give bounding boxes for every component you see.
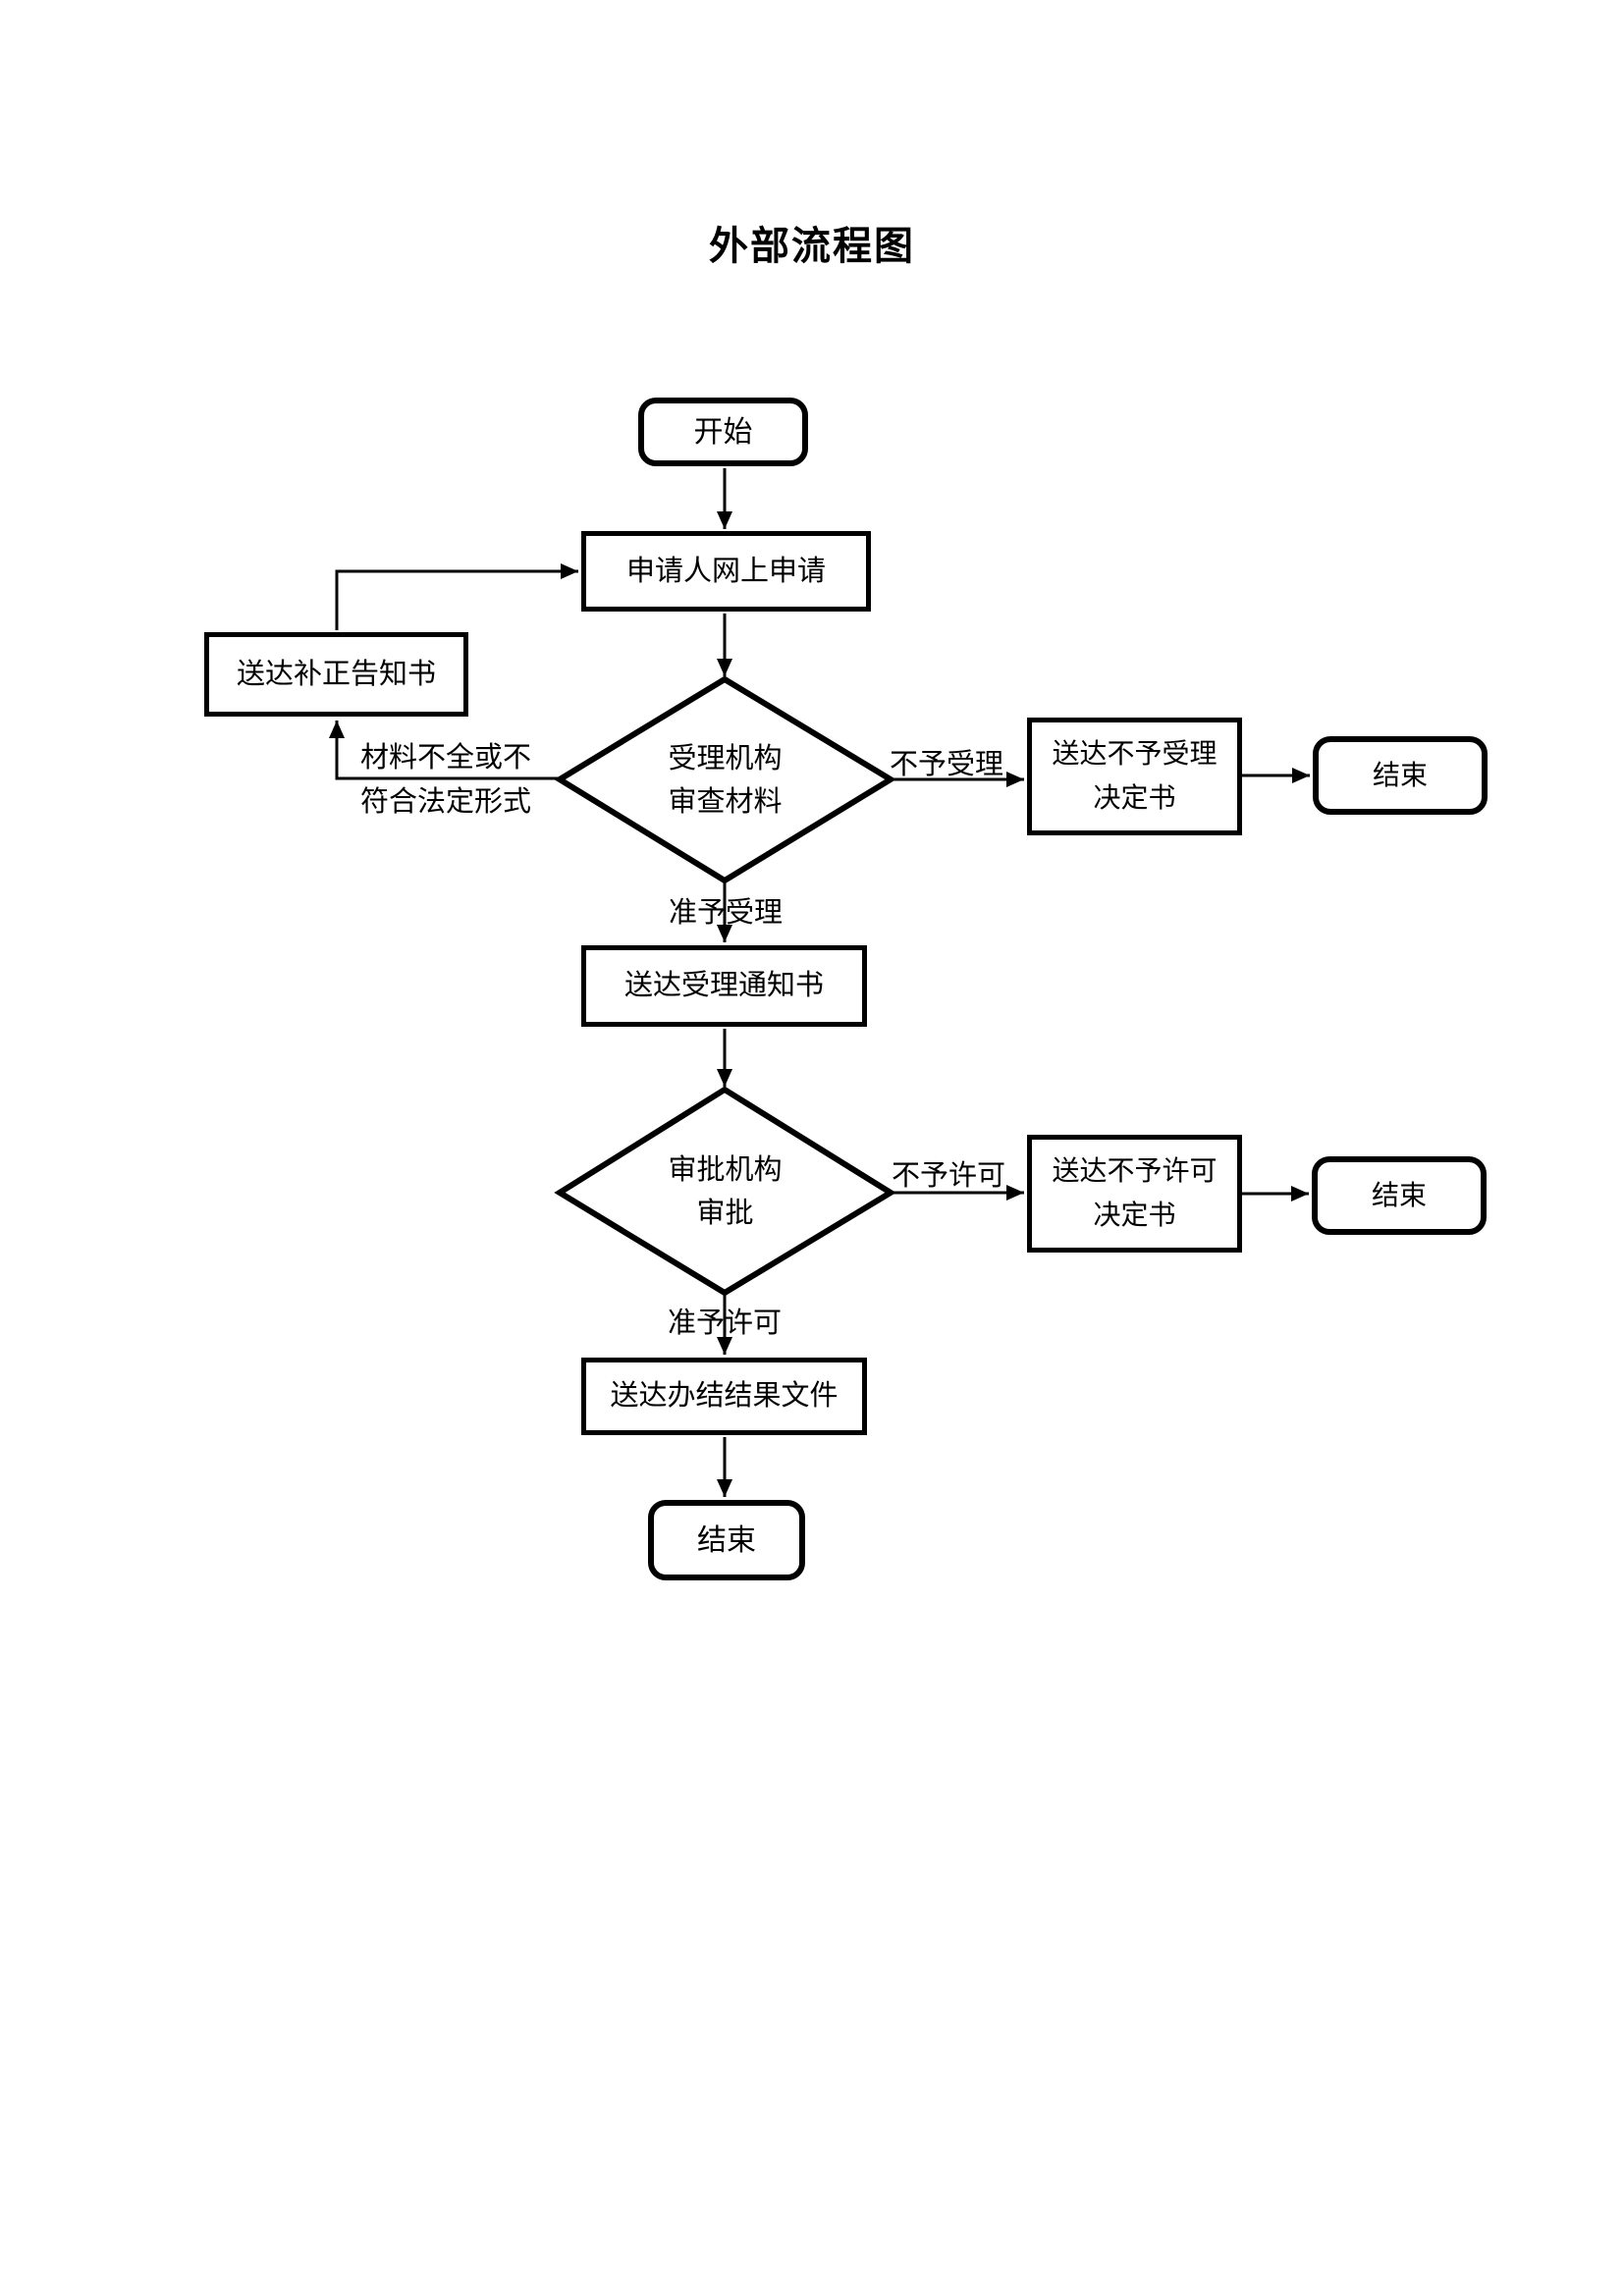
- node-acceptance-notice-label: 送达受理通知书: [623, 970, 824, 1001]
- node-end-rejected-label: 结束: [1372, 760, 1428, 791]
- edge-label-not-permitted: 不予许可: [892, 1160, 1006, 1192]
- node-online-application-label: 申请人网上申请: [625, 555, 826, 587]
- edge-supplement-to-application: [335, 563, 578, 630]
- node-result-delivery-label: 送达办结结果文件: [610, 1380, 839, 1412]
- node-approval-review-label: 审批机构 审批: [668, 1153, 783, 1229]
- node-denial-decision: 送达不予许可 决定书: [1027, 1135, 1242, 1253]
- edge-label-not-accepted: 不予受理: [890, 749, 1004, 780]
- edge-label-accepted: 准予受理: [669, 897, 784, 929]
- node-end-denied-label: 结束: [1371, 1180, 1427, 1211]
- page-title: 外部流程图: [709, 225, 915, 268]
- node-end-denied: 结束: [1312, 1156, 1487, 1235]
- node-supplement-notice: 送达补正告知书: [204, 632, 468, 717]
- node-approval-review: 审批机构 审批: [560, 1090, 891, 1293]
- node-end-final-label: 结束: [697, 1523, 756, 1557]
- node-denial-decision-label: 送达不予许可 决定书: [1052, 1156, 1218, 1231]
- node-start-label: 开始: [693, 415, 753, 449]
- node-start: 开始: [638, 398, 808, 466]
- node-acceptance-review: 受理机构 审查材料: [560, 679, 891, 881]
- node-supplement-notice-label: 送达补正告知书: [236, 658, 436, 690]
- node-acceptance-notice: 送达受理通知书: [581, 945, 867, 1027]
- node-rejection-decision-label: 送达不予受理 决定书: [1052, 739, 1218, 814]
- node-end-rejected: 结束: [1313, 736, 1488, 815]
- edge-label-incomplete-materials: 材料不全或不 符合法定形式: [360, 742, 532, 818]
- node-acceptance-review-label: 受理机构 审查材料: [668, 742, 783, 818]
- node-online-application: 申请人网上申请: [581, 531, 871, 612]
- edge-label-permitted: 准予许可: [668, 1308, 783, 1339]
- node-end-final: 结束: [648, 1500, 805, 1580]
- node-result-delivery: 送达办结结果文件: [581, 1358, 867, 1435]
- edge-review-to-supplement: [329, 721, 560, 780]
- node-rejection-decision: 送达不予受理 决定书: [1027, 718, 1242, 835]
